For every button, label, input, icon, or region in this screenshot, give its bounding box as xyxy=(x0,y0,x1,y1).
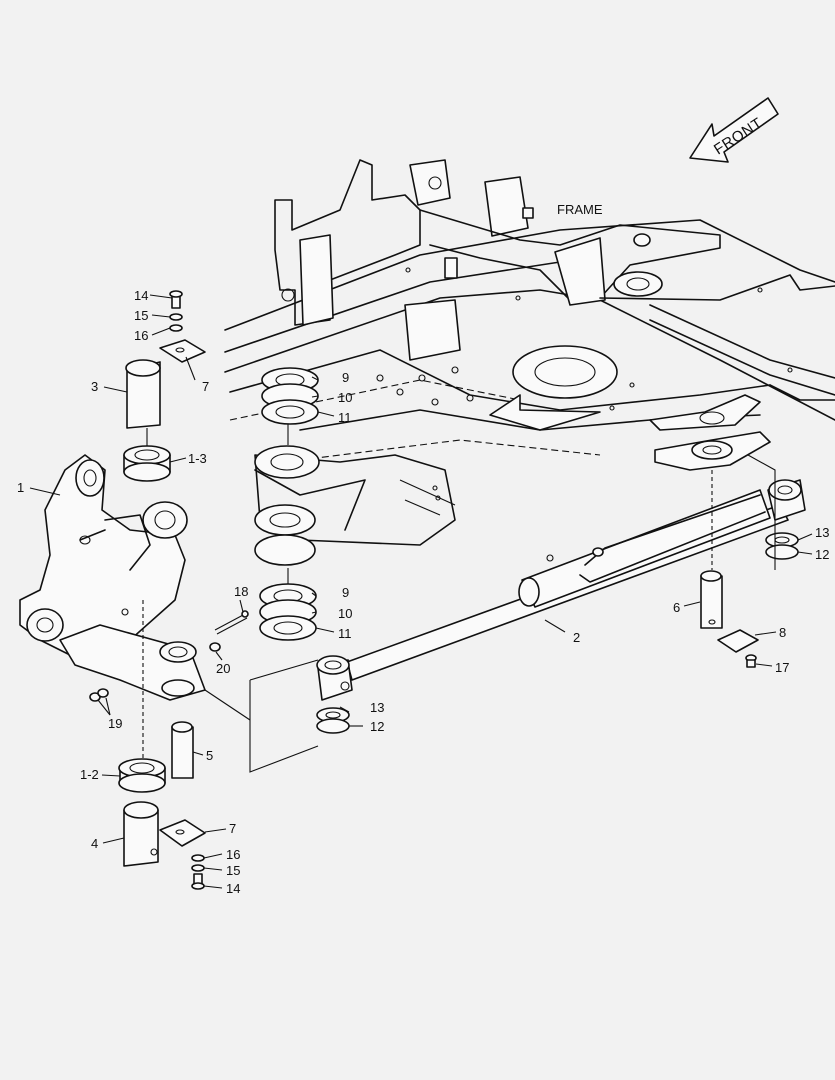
grease-fitting-20 xyxy=(209,642,221,652)
callout-14-bottom: 14 xyxy=(226,881,240,896)
callout-13-right: 13 xyxy=(815,525,829,540)
callout-13-mid: 13 xyxy=(370,700,384,715)
callout-10-top: 10 xyxy=(338,390,352,405)
cylinder-mount-bracket xyxy=(654,431,776,570)
pin-3 xyxy=(125,359,161,429)
callout-3: 3 xyxy=(91,379,98,394)
frame-holes xyxy=(376,267,793,411)
callout-9-mid: 9 xyxy=(342,585,349,600)
washers-rod xyxy=(316,707,350,734)
callout-2: 2 xyxy=(573,630,580,645)
callout-1-2: 1-2 xyxy=(80,767,99,782)
front-arrow-icon xyxy=(689,97,779,163)
upper-frame xyxy=(224,159,835,461)
frame-label: FRAME xyxy=(557,202,603,217)
callout-10-mid: 10 xyxy=(338,606,352,621)
callout-15-top: 15 xyxy=(134,308,148,323)
callout-18: 18 xyxy=(234,584,248,599)
callout-5: 5 xyxy=(206,748,213,763)
callout-20: 20 xyxy=(216,661,230,676)
callouts: 14 15 16 7 3 1-3 1 9 10 11 9 10 11 18 20… xyxy=(17,288,829,896)
bushing-1-3 xyxy=(123,445,171,482)
callout-12-right: 12 xyxy=(815,547,829,562)
callout-16-top: 16 xyxy=(134,328,148,343)
callout-8: 8 xyxy=(779,625,786,640)
callout-17: 17 xyxy=(775,660,789,675)
callout-12-mid: 12 xyxy=(370,719,384,734)
callout-9-top: 9 xyxy=(342,370,349,385)
callout-7-bottom: 7 xyxy=(229,821,236,836)
bushing-1-2 xyxy=(118,758,166,793)
lock-plate-lower xyxy=(159,819,206,890)
lock-plate-upper xyxy=(159,290,206,363)
grease-bolt-18 xyxy=(214,610,249,635)
washers-head xyxy=(765,532,799,560)
callout-1: 1 xyxy=(17,480,24,495)
pin-5 xyxy=(171,721,194,779)
callout-11-top: 11 xyxy=(338,410,352,425)
callout-4: 4 xyxy=(91,836,98,851)
swing-cylinder xyxy=(316,479,806,701)
leader-lines xyxy=(29,294,813,889)
swing-bracket-lower xyxy=(254,445,456,566)
lock-plate-8 xyxy=(717,629,759,668)
callout-16-bottom: 16 xyxy=(226,847,240,862)
callout-6: 6 xyxy=(673,600,680,615)
pin-4 xyxy=(123,801,159,867)
callout-1-3: 1-3 xyxy=(188,451,207,466)
callout-11-mid: 11 xyxy=(338,626,352,641)
shim-stack-mid xyxy=(259,583,317,641)
callout-14-top: 14 xyxy=(134,288,148,303)
swing-bracket xyxy=(19,454,206,701)
shim-stack-upper xyxy=(261,367,319,425)
callout-7-top: 7 xyxy=(202,379,209,394)
pin-6 xyxy=(700,570,723,629)
callout-15-bottom: 15 xyxy=(226,863,240,878)
nut-19 xyxy=(89,688,109,702)
callout-19: 19 xyxy=(108,716,122,731)
